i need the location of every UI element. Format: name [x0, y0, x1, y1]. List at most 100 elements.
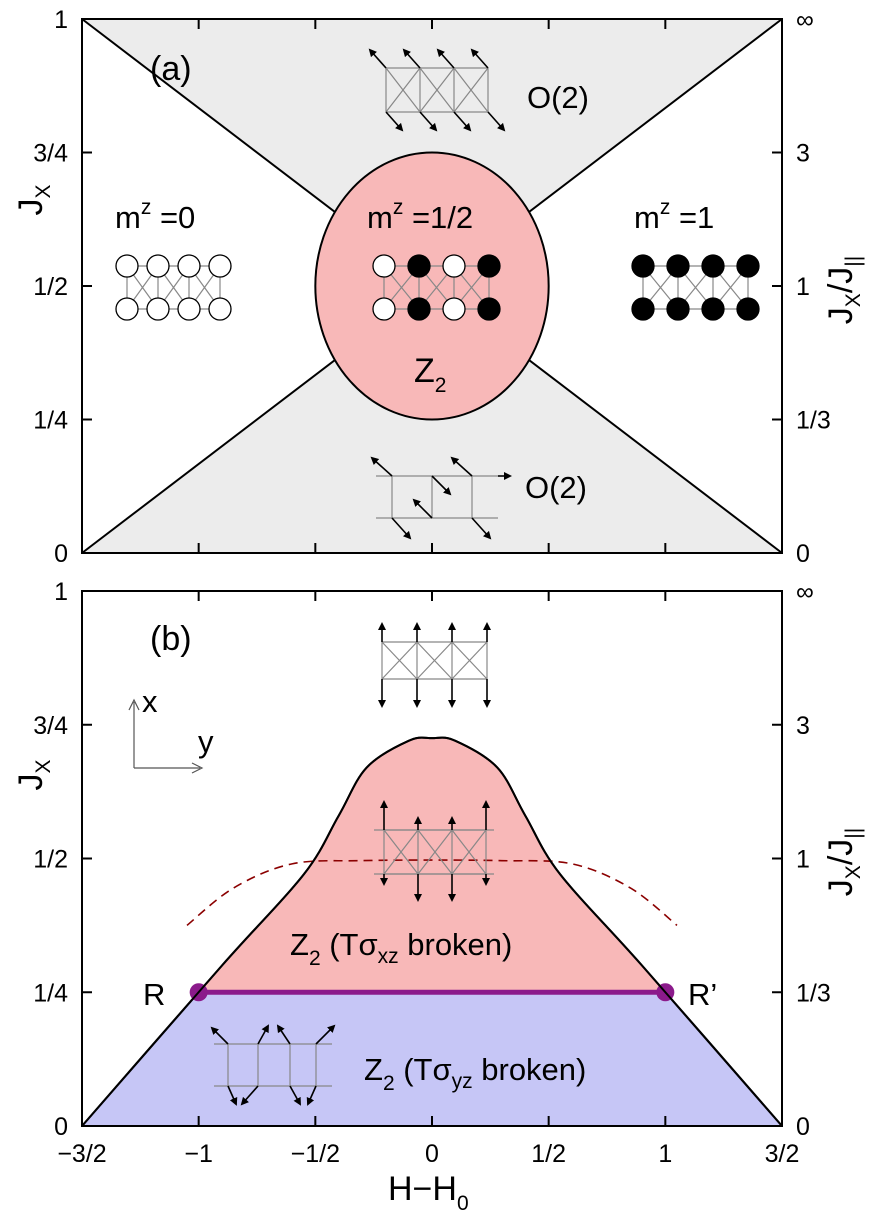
spin-arrow	[370, 456, 393, 477]
ladder-cross	[451, 641, 488, 680]
region-label-o2-upper: O(2)	[527, 80, 589, 115]
axes-inset-icon	[128, 698, 204, 774]
y-tick-label: 1	[54, 6, 68, 34]
spin-arrow	[385, 111, 404, 132]
ladder-cross	[416, 641, 453, 680]
spin-site	[115, 254, 139, 278]
y2-tick-label: 1	[796, 273, 810, 301]
spin-arrow	[306, 1085, 317, 1106]
crossover-dashed-line	[186, 859, 678, 926]
x-tick-label: −1/2	[291, 1140, 340, 1168]
spin-site	[177, 254, 201, 278]
spin-site	[407, 254, 431, 278]
point-r-label: R	[143, 977, 165, 1012]
y2-tick-label: ∞	[796, 578, 814, 606]
z2-ellipse-region	[314, 151, 550, 421]
spin-site	[146, 254, 170, 278]
panel-b-ylabel: JX	[12, 759, 55, 790]
y-tick-label: 3/4	[33, 712, 68, 740]
y-tick-label: 1/4	[33, 407, 68, 435]
spin-site	[701, 254, 725, 278]
panel-b-y2label: JX/J||	[822, 828, 865, 896]
y-tick-label: 1/2	[33, 273, 68, 301]
ladder-yz-spins-icon	[210, 1024, 336, 1106]
panel-a-ylabel: JX	[12, 184, 55, 215]
svg-text:JX/J||: JX/J||	[822, 256, 865, 324]
spin-site	[442, 297, 466, 321]
spin-arrow	[391, 517, 412, 540]
spin-site	[477, 297, 501, 321]
ladder-vertical-spins-icon	[378, 622, 491, 708]
region-label-mz0: mz =0	[115, 196, 195, 235]
spin-arrow	[431, 475, 452, 496]
svg-text:JX: JX	[12, 759, 55, 790]
y2-tick-label: ∞	[796, 6, 814, 34]
point-r-prime-label: R’	[688, 977, 717, 1012]
spin-site	[372, 254, 396, 278]
y-tick-label: 1/4	[33, 979, 68, 1007]
region-label-mz1: mz =1	[634, 196, 714, 235]
z2-tsigma-yz-region	[82, 992, 782, 1126]
y2-tick-label: 3	[796, 712, 810, 740]
x-tick-label: −3/2	[57, 1140, 106, 1168]
spin-site	[115, 297, 139, 321]
y-tick-label: 0	[54, 540, 68, 568]
x-tick-label: 1	[658, 1140, 672, 1168]
spin-site	[666, 297, 690, 321]
spin-site	[372, 297, 396, 321]
region-label-z2-xz: Z2 (Tσxz broken)	[290, 927, 512, 970]
phase-boundary-dome	[81, 736, 783, 1127]
spin-site	[146, 297, 170, 321]
ladder-o2-canted-icon	[368, 48, 506, 132]
y2-tick-label: 0	[796, 540, 810, 568]
y-tick-label: 1	[54, 578, 68, 606]
region-label-z2-yz: Z2 (Tσyz broken)	[364, 1052, 586, 1095]
svg-text:JX/J||: JX/J||	[822, 828, 865, 896]
spin-arrow	[487, 111, 506, 132]
spin-site	[701, 297, 725, 321]
y2-tick-label: 0	[796, 1113, 810, 1141]
y2-tick-label: 3	[796, 140, 810, 168]
panel-a-label: (a)	[150, 50, 192, 88]
ladder-cross	[419, 67, 455, 113]
spin-site	[477, 254, 501, 278]
spin-site	[736, 254, 760, 278]
ladder-mz1-icon	[631, 254, 760, 321]
spin-arrow	[412, 498, 433, 519]
x-tick-label: −1	[184, 1140, 213, 1168]
y-tick-label: 1/2	[33, 846, 68, 874]
panel-b-label: (b)	[150, 620, 192, 658]
y-tick-label: 3/4	[33, 140, 68, 168]
y2-tick-label: 1/3	[796, 407, 831, 435]
spin-site	[177, 297, 201, 321]
x-tick-label: 0	[425, 1140, 439, 1168]
spin-arrow	[227, 1085, 238, 1106]
ladder-xz-spins-icon	[374, 800, 494, 902]
spin-arrow	[402, 48, 421, 69]
x-tick-label: 3/2	[765, 1140, 800, 1168]
spin-site	[442, 254, 466, 278]
ladder-cross	[383, 829, 419, 875]
spin-site	[631, 297, 655, 321]
ladder-cross	[451, 829, 487, 875]
spin-arrow	[257, 1024, 269, 1045]
ladder-cross	[381, 641, 418, 680]
axes-inset-y-label: y	[198, 724, 214, 759]
spin-site	[631, 254, 655, 278]
panel-a-y2label: JX/J||	[822, 256, 865, 324]
spin-arrow	[450, 456, 473, 477]
spin-site	[736, 297, 760, 321]
region-label-o2-lower: O(2)	[525, 470, 587, 505]
region-label-z2: Z2	[414, 352, 446, 397]
ladder-cross	[453, 67, 489, 113]
spin-site	[208, 297, 232, 321]
spin-arrow	[289, 1085, 301, 1106]
panel-a: 0 1/4 1/2 3/4 1 0 1/3 1 3 ∞ (a) JX JX/J|| mz =0 m…	[12, 6, 865, 568]
y2-tick-label: 1/3	[796, 979, 831, 1007]
ladder-cross	[417, 829, 453, 875]
spin-arrow	[315, 1024, 336, 1045]
ladder-mz-half-icon	[372, 254, 501, 321]
spin-arrow	[276, 1024, 291, 1045]
ladder-mz0-icon	[115, 254, 232, 321]
